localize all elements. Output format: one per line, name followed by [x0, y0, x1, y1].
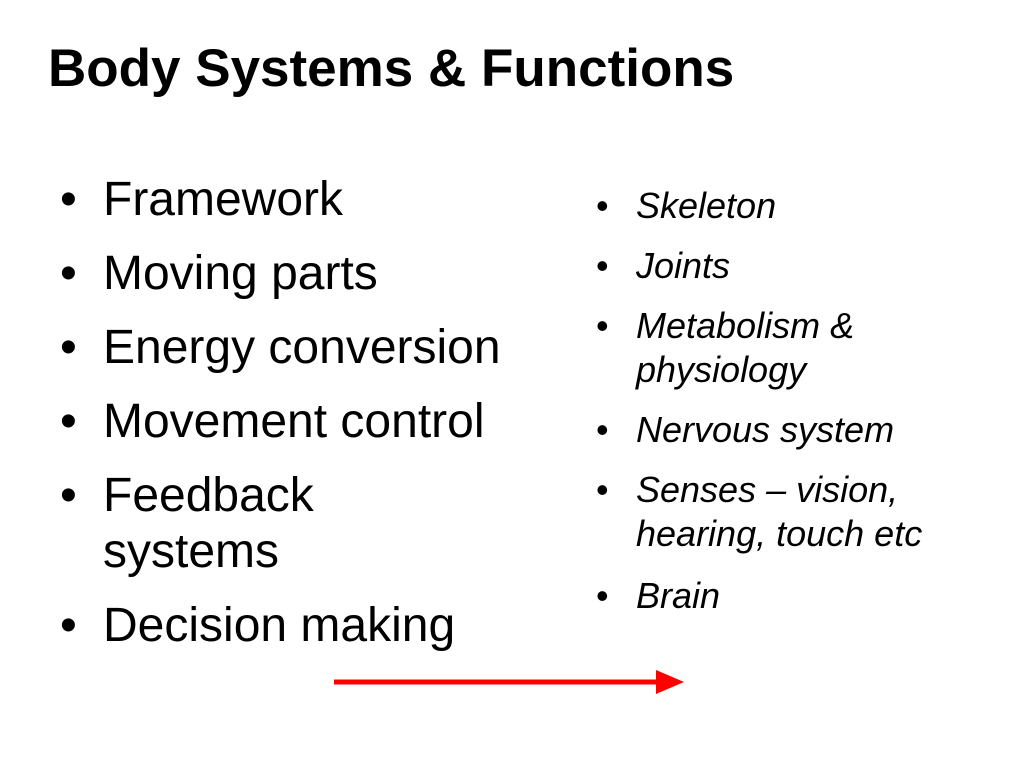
list-item: • Nervous system: [596, 408, 1016, 452]
bullet-icon: •: [596, 575, 609, 616]
list-item-text: Feedback systems: [103, 469, 314, 578]
list-item: • Joints: [596, 244, 1016, 288]
bullet-icon: •: [60, 469, 77, 522]
list-item-text: Metabolism & physiology: [636, 305, 855, 390]
list-item: • Metabolism & physiology: [596, 304, 896, 392]
list-item-text: Senses – vision, hearing, touch etc: [636, 469, 923, 554]
arrow-head: [656, 670, 684, 694]
bullet-icon: •: [60, 395, 77, 448]
right-arrow-icon: [334, 670, 684, 694]
bullet-icon: •: [60, 321, 77, 374]
list-item-text: Moving parts: [103, 247, 378, 300]
list-item: • Senses – vision, hearing, touch etc: [596, 468, 996, 556]
list-item: • Framework: [60, 172, 600, 228]
list-item: • Skeleton: [596, 184, 1016, 228]
list-item-text: Energy conversion: [103, 321, 501, 374]
list-item-text: Skeleton: [636, 185, 777, 226]
bullet-icon: •: [596, 469, 609, 510]
list-item: • Feedback systems: [60, 468, 383, 580]
bullet-icon: •: [60, 247, 77, 300]
bullet-icon: •: [596, 305, 609, 346]
list-item-text: Brain: [636, 575, 721, 616]
bullet-icon: •: [596, 245, 609, 286]
bullet-icon: •: [596, 185, 609, 226]
list-item: • Energy conversion: [60, 320, 600, 376]
bullet-icon: •: [60, 599, 77, 652]
list-item-text: Nervous system: [636, 409, 895, 450]
list-item-text: Decision making: [103, 599, 456, 652]
list-item: • Decision making: [60, 598, 600, 654]
slide-title: Body Systems & Functions: [48, 39, 735, 98]
list-item: • Moving parts: [60, 246, 600, 302]
functions-list: • Framework • Moving parts • Energy convers…: [60, 172, 600, 672]
bullet-icon: •: [596, 409, 609, 450]
list-item: • Movement control: [60, 394, 600, 450]
list-item: • Brain: [596, 574, 1016, 618]
list-item-text: Framework: [103, 173, 344, 226]
list-item-text: Joints: [636, 245, 731, 286]
body-systems-list: • Skeleton • Joints • Metabolism & physiolo…: [596, 184, 1016, 634]
bullet-icon: •: [60, 173, 77, 226]
list-item-text: Movement control: [103, 395, 485, 448]
